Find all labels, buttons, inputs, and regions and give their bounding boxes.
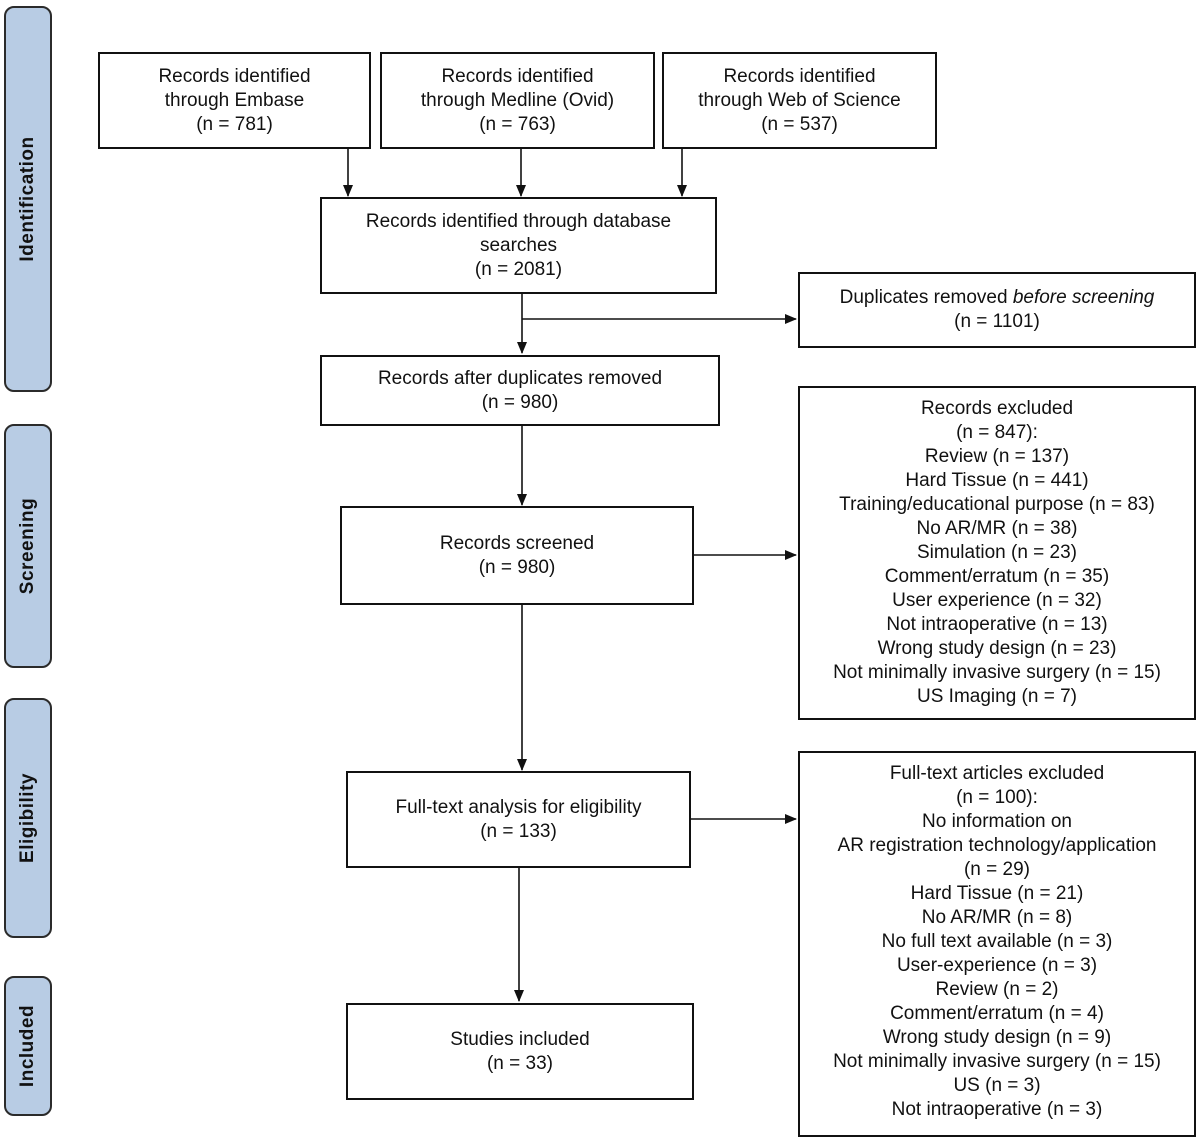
box-after-duplicates: Records after duplicates removed (n = 98… xyxy=(320,355,720,426)
wos-count: (n = 537) xyxy=(761,113,838,135)
box-records-excluded: Records excluded (n = 847): Review (n = … xyxy=(798,386,1196,720)
included-count: (n = 33) xyxy=(486,1052,553,1074)
screened-label: Records screened xyxy=(439,532,595,554)
box-duplicates-removed: Duplicates removed before screening (n =… xyxy=(798,272,1196,348)
fulltext-excluded-line: (n = 100): xyxy=(956,787,1038,808)
wos-line-1: Records identified xyxy=(723,65,876,87)
fulltext-label: Full-text analysis for eligibility xyxy=(395,796,642,818)
fulltext-excluded-line: Wrong study design (n = 9) xyxy=(882,1027,1112,1048)
box-embase: Records identified through Embase (n = 7… xyxy=(98,52,371,149)
fulltext-excluded-line: Review (n = 2) xyxy=(935,979,1059,1000)
records-excluded-line: Wrong study design (n = 23) xyxy=(877,638,1117,659)
records-excluded-line: Not intraoperative (n = 13) xyxy=(886,614,1108,635)
after-duplicates-label: Records after duplicates removed xyxy=(377,367,663,389)
database-count: (n = 2081) xyxy=(474,258,563,280)
fulltext-excluded-line: No AR/MR (n = 8) xyxy=(921,907,1073,928)
medline-line-1: Records identified xyxy=(441,65,594,87)
embase-count: (n = 781) xyxy=(196,113,273,135)
fulltext-excluded-line: User-experience (n = 3) xyxy=(896,955,1098,976)
records-excluded-line: Records excluded xyxy=(920,398,1074,419)
box-fulltext-analysis: Full-text analysis for eligibility (n = … xyxy=(346,771,691,868)
phase-eligibility: Eligibility xyxy=(4,698,52,938)
medline-count: (n = 763) xyxy=(479,113,556,135)
fulltext-excluded-line: Hard Tissue (n = 21) xyxy=(910,883,1084,904)
fulltext-excluded-line: No full text available (n = 3) xyxy=(881,931,1113,952)
duplicates-removed-count: (n = 1101) xyxy=(954,311,1040,332)
database-line-1: Records identified through database xyxy=(365,210,672,232)
box-medline: Records identified through Medline (Ovid… xyxy=(380,52,655,149)
fulltext-excluded-line: Not minimally invasive surgery (n = 15) xyxy=(833,1051,1161,1072)
phase-included: Included xyxy=(4,976,52,1116)
records-excluded-line: Simulation (n = 23) xyxy=(917,542,1077,563)
fulltext-excluded-line: AR registration technology/application xyxy=(837,835,1157,856)
records-excluded-line: Hard Tissue (n = 441) xyxy=(905,470,1089,491)
duplicates-removed-prefix: Duplicates removed xyxy=(839,287,1013,308)
duplicates-removed-title: Duplicates removed before screening xyxy=(840,286,1155,310)
screened-count: (n = 980) xyxy=(478,556,556,578)
fulltext-count: (n = 133) xyxy=(480,820,557,842)
records-excluded-line: Review (n = 137) xyxy=(924,446,1070,467)
phase-identification: Identification xyxy=(4,6,52,392)
records-excluded-line: Training/educational purpose (n = 83) xyxy=(839,494,1155,515)
embase-line-2: through Embase xyxy=(164,89,305,111)
box-studies-included: Studies included (n = 33) xyxy=(346,1003,694,1100)
after-duplicates-count: (n = 980) xyxy=(481,391,559,413)
records-excluded-line: No AR/MR (n = 38) xyxy=(916,518,1078,539)
box-database-searches: Records identified through database sear… xyxy=(320,197,717,294)
fulltext-excluded-line: US (n = 3) xyxy=(953,1075,1041,1096)
duplicates-removed-italic: before screening xyxy=(1012,287,1155,308)
fulltext-excluded-line: Full-text articles excluded xyxy=(889,763,1105,784)
records-excluded-line: Not minimally invasive surgery (n = 15) xyxy=(833,662,1161,683)
records-excluded-line: (n = 847): xyxy=(956,422,1038,443)
wos-line-2: through Web of Science xyxy=(698,89,901,111)
fulltext-excluded-line: No information on xyxy=(922,811,1072,832)
phase-screening: Screening xyxy=(4,424,52,668)
records-excluded-line: US Imaging (n = 7) xyxy=(917,686,1077,707)
box-fulltext-excluded: Full-text articles excluded (n = 100): N… xyxy=(798,751,1196,1137)
fulltext-excluded-line: Not intraoperative (n = 3) xyxy=(891,1099,1103,1120)
included-label: Studies included xyxy=(450,1028,590,1050)
records-excluded-line: User experience (n = 32) xyxy=(892,590,1102,611)
medline-line-2: through Medline (Ovid) xyxy=(420,89,615,111)
box-web-of-science: Records identified through Web of Scienc… xyxy=(662,52,937,149)
embase-line-1: Records identified xyxy=(158,65,311,87)
box-records-screened: Records screened (n = 980) xyxy=(340,506,694,605)
records-excluded-line: Comment/erratum (n = 35) xyxy=(884,566,1110,587)
fulltext-excluded-line: (n = 29) xyxy=(963,859,1030,880)
database-line-2: searches xyxy=(479,234,558,256)
fulltext-excluded-line: Comment/erratum (n = 4) xyxy=(890,1003,1104,1024)
